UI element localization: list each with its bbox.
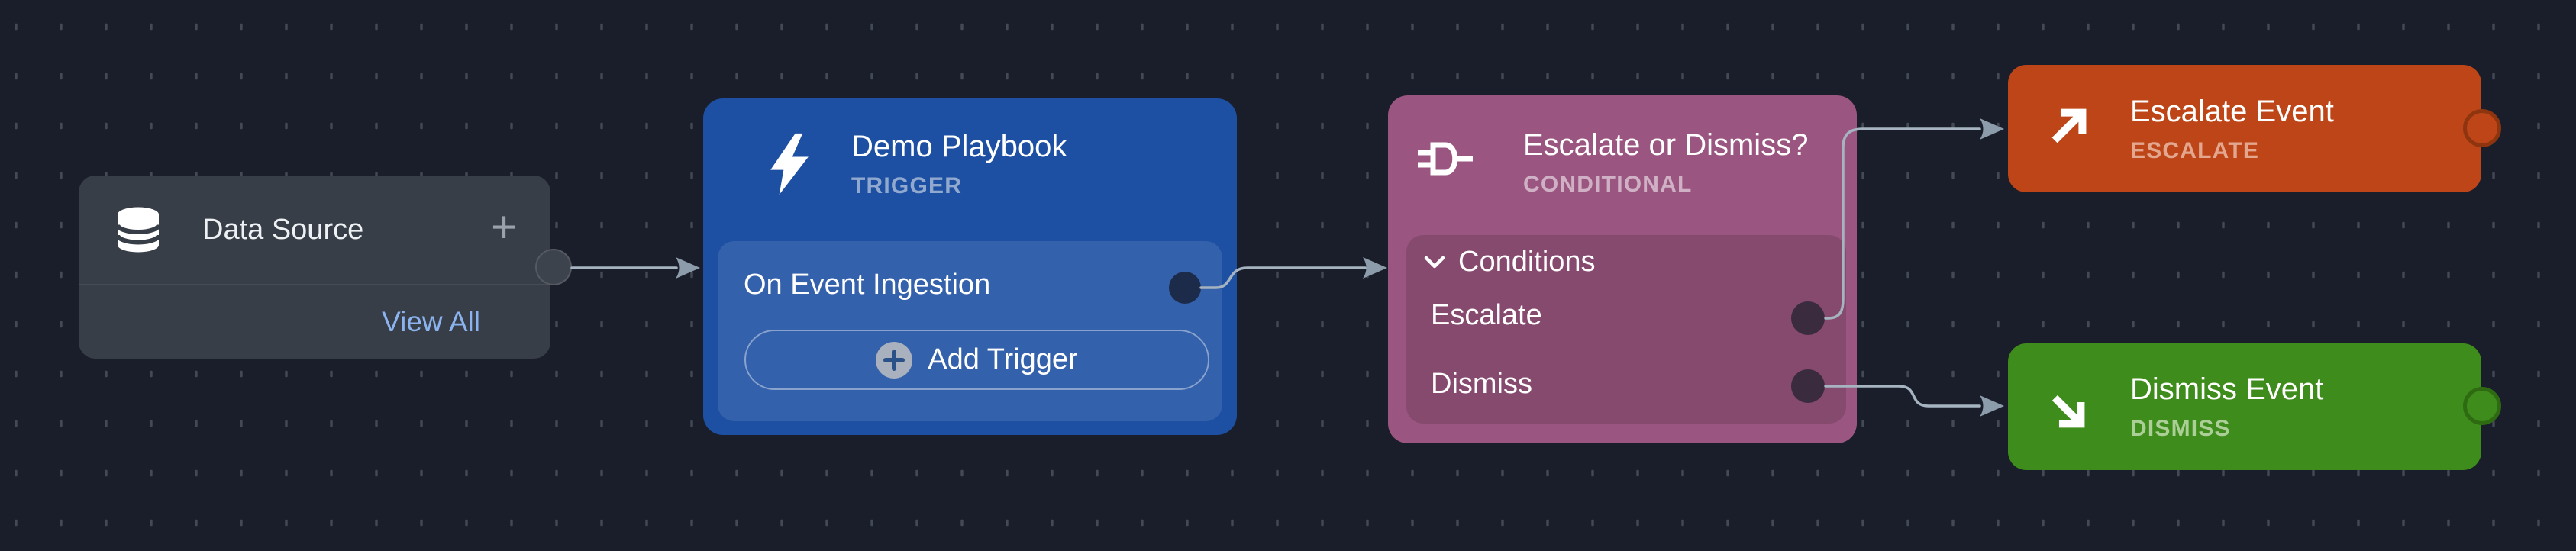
trigger-panel: On Event Ingestion Add Trigger: [718, 241, 1222, 421]
view-all-link[interactable]: View All: [382, 306, 480, 337]
node-title: Demo Playbook: [851, 130, 1067, 163]
data-source-output-port[interactable]: [535, 249, 572, 285]
node-dismiss-event[interactable]: Dismiss Event DISMISS: [2008, 343, 2501, 470]
node-title: Escalate Event: [2130, 95, 2334, 128]
node-trigger-demo-playbook[interactable]: Demo Playbook TRIGGER On Event Ingestion…: [703, 98, 1237, 435]
conditions-panel: Conditions Escalate Dismiss: [1406, 235, 1846, 424]
node-type-label: ESCALATE: [2130, 138, 2260, 163]
branch-escalate-label: Escalate: [1431, 299, 1542, 331]
node-conditional[interactable]: Escalate or Dismiss? CONDITIONAL Conditi…: [1388, 95, 1857, 443]
edge-arrowhead: [1363, 257, 1387, 279]
add-data-source-button[interactable]: +: [491, 202, 517, 252]
node-title: Data Source: [202, 213, 364, 246]
escalate-event-output-port[interactable]: [2463, 109, 2501, 147]
divider: [79, 284, 550, 285]
branch-dismiss-port[interactable]: [1791, 369, 1825, 403]
lightning-icon: [770, 133, 809, 195]
edge-arrowhead: [676, 257, 700, 279]
logic-gate-icon: [1418, 142, 1473, 176]
plus-circle-icon: [876, 341, 913, 379]
add-trigger-label: Add Trigger: [928, 343, 1078, 375]
edge-arrowhead: [1980, 395, 2004, 417]
dismiss-event-output-port[interactable]: [2463, 387, 2501, 425]
database-icon: [115, 207, 161, 253]
data-source-header: Data Source +: [79, 176, 550, 284]
branch-escalate-port[interactable]: [1791, 301, 1825, 335]
node-type-label: DISMISS: [2130, 416, 2231, 441]
node-title: Escalate or Dismiss?: [1523, 128, 1809, 162]
data-source-footer: View All: [79, 285, 550, 359]
trigger-output-port[interactable]: [1169, 272, 1201, 304]
trigger-item[interactable]: On Event Ingestion: [744, 269, 991, 301]
node-type-label: CONDITIONAL: [1523, 172, 1693, 197]
node-data-source[interactable]: Data Source + View All: [79, 176, 572, 359]
conditions-toggle[interactable]: Conditions: [1423, 246, 1596, 279]
add-trigger-button[interactable]: Add Trigger: [744, 330, 1209, 390]
branch-dismiss-label: Dismiss: [1431, 368, 1532, 400]
node-title: Dismiss Event: [2130, 372, 2324, 406]
arrow-down-right-icon: [2051, 395, 2085, 428]
arrow-up-right-icon: [2051, 108, 2087, 143]
node-type-label: TRIGGER: [851, 173, 963, 198]
chevron-down-icon: [1424, 256, 1445, 268]
node-escalate-event[interactable]: Escalate Event ESCALATE: [2008, 65, 2501, 192]
edge-arrowhead: [1980, 118, 2004, 140]
conditions-group-label: Conditions: [1458, 246, 1596, 278]
